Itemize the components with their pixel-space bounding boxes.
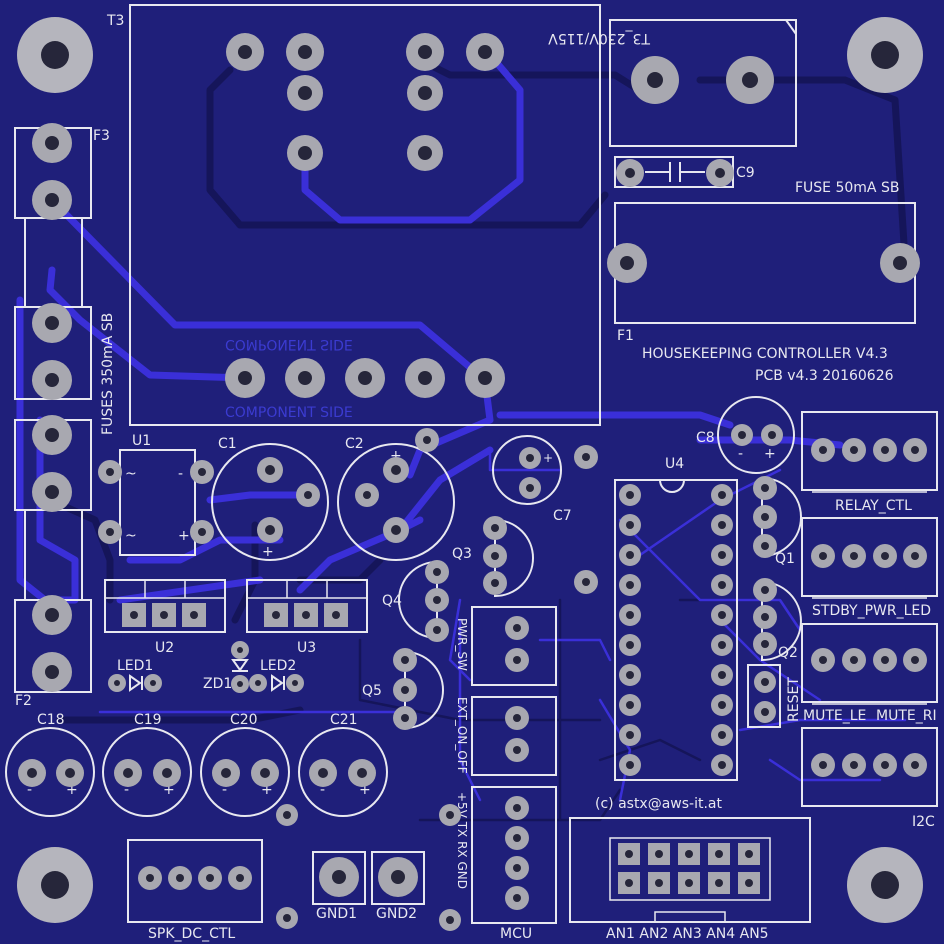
connector-i2c: I2C — [801, 727, 938, 830]
t3-rating-block: T3_230V/115V — [548, 19, 797, 147]
capacitor-c21: C21 - + — [298, 712, 388, 817]
c20-label: C20 — [230, 712, 258, 728]
svg-text:-: - — [124, 782, 129, 798]
ext-on-off-label: EXT_ON_OFF — [455, 697, 469, 774]
c9-label: C9 — [736, 165, 755, 181]
gnd-pads: GND1 GND2 — [312, 851, 425, 922]
capacitor-c7: C7 + — [492, 435, 572, 524]
u3-label: U3 — [297, 640, 316, 656]
capacitor-c1: C1 + — [211, 436, 329, 561]
t3-label: T3 — [106, 13, 124, 29]
connector-ext-on-off: EXT_ON_OFF — [455, 696, 557, 776]
svg-text:+: + — [764, 446, 776, 462]
gnd2-label: GND2 — [376, 906, 417, 922]
svg-text:+: + — [261, 782, 273, 798]
connector-analog: (c) astx@aws-it.at AN1 AN2 AN3 AN4 AN5 — [569, 796, 811, 942]
stdby-pwr-led-label: STDBY_PWR_LED — [812, 603, 931, 619]
c7-label: C7 — [553, 508, 572, 524]
svg-text:-: - — [320, 782, 325, 798]
board-title: HOUSEKEEPING CONTROLLER V4.3 — [642, 346, 888, 362]
svg-text:+: + — [178, 528, 190, 544]
pwr-sw-label: PWR_SW — [455, 618, 469, 671]
spk-dc-ctl-label: SPK_DC_CTL — [148, 926, 235, 942]
capacitor-c2: C2 + — [337, 436, 455, 561]
svg-text:+: + — [262, 544, 274, 560]
analog-label: AN1 AN2 AN3 AN4 AN5 — [606, 926, 769, 942]
mute-le-label: MUTE_LE — [803, 708, 866, 724]
u4-label: U4 — [665, 456, 684, 472]
mute-ri-label: MUTE_RI — [876, 708, 937, 724]
capacitor-c8: C8 + - — [696, 396, 795, 474]
capacitor-c9: C9 — [614, 156, 755, 188]
transistor-q1: Q1 — [761, 477, 802, 567]
q5-label: Q5 — [362, 683, 382, 699]
gnd1-label: GND1 — [316, 906, 357, 922]
svg-text:-: - — [178, 466, 183, 482]
ic-u4: U4 — [614, 456, 738, 781]
connector-stdby-pwr-led: STDBY_PWR_LED — [801, 517, 938, 619]
capacitor-c20: C20 - + — [200, 712, 290, 817]
q2-label: Q2 — [778, 645, 798, 661]
reset-header: RESET — [747, 664, 802, 728]
f1-rating-label: FUSE 50mA SB — [795, 180, 899, 196]
c19-label: C19 — [134, 712, 162, 728]
mcu-label: MCU — [500, 926, 532, 942]
pads — [18, 33, 927, 931]
connector-relay-ctl: RELAY_CTL — [801, 411, 938, 514]
svg-text:-: - — [222, 782, 227, 798]
capacitor-c18: C18 - + — [5, 712, 95, 817]
q1-label: Q1 — [775, 551, 795, 567]
regulator-u3: U3 — [246, 579, 368, 656]
svg-text:-: - — [738, 446, 743, 462]
capacitor-c19: C19 - + — [102, 712, 192, 817]
relay-ctl-label: RELAY_CTL — [835, 498, 912, 514]
rectifier-u1: U1 ~ ~ - + — [119, 433, 196, 556]
connector-spk-dc-ctl: SPK_DC_CTL — [127, 839, 263, 942]
c1-label: C1 — [218, 436, 237, 452]
transistor-q3: Q3 — [452, 519, 534, 598]
svg-text:+: + — [163, 782, 175, 798]
transistor-q5: Q5 — [362, 651, 444, 730]
svg-text:~: ~ — [125, 528, 137, 544]
mcu-pins-label: +5V TX RX GND — [455, 792, 469, 889]
svg-text:+: + — [359, 782, 371, 798]
q3-label: Q3 — [452, 546, 472, 562]
regulator-u2: U2 — [104, 579, 226, 656]
q4-label: Q4 — [382, 593, 402, 609]
component-side-ghost: COMPONENT SIDE — [225, 336, 353, 352]
f2-label: F2 — [15, 693, 32, 709]
connector-pwr-sw: PWR_SW — [455, 606, 557, 686]
f1-label: F1 — [617, 328, 634, 344]
svg-text:+: + — [66, 782, 78, 798]
zd1-label: ZD1 — [203, 676, 232, 692]
mounting-holes — [17, 17, 923, 923]
led2-label: LED2 — [260, 658, 296, 674]
svg-text:+: + — [390, 448, 402, 464]
fuses-rating-label: FUSES 350mA SB — [100, 313, 116, 435]
svg-text:-: - — [27, 782, 32, 798]
c21-label: C21 — [330, 712, 358, 728]
led-section: LED1 LED2 ZD1 — [117, 658, 296, 692]
t3-rating-label: T3_230V/115V — [548, 30, 651, 46]
u1-label: U1 — [132, 433, 151, 449]
transformer-t3: T3 COMPONENT SIDE COMPONENT SIDE — [106, 4, 601, 426]
c2-label: C2 — [345, 436, 364, 452]
svg-text:+: + — [543, 451, 553, 465]
f3-label: F3 — [93, 128, 110, 144]
led1-label: LED1 — [117, 658, 153, 674]
pcb-version: PCB v4.3 20160626 — [755, 368, 894, 384]
c8-label: C8 — [696, 430, 715, 446]
transistor-q2: Q2 — [761, 581, 802, 662]
connector-mcu: +5V TX RX GND MCU — [455, 786, 557, 942]
connector-mute: MUTE_LE MUTE_RI — [801, 623, 938, 724]
svg-text:~: ~ — [125, 466, 137, 482]
component-side-label: COMPONENT SIDE — [225, 405, 353, 421]
copyright-label: (c) astx@aws-it.at — [595, 796, 723, 812]
transistor-q4: Q4 — [382, 561, 438, 640]
reset-label: RESET — [786, 677, 802, 722]
c18-label: C18 — [37, 712, 65, 728]
u2-label: U2 — [155, 640, 174, 656]
i2c-label: I2C — [912, 814, 935, 830]
